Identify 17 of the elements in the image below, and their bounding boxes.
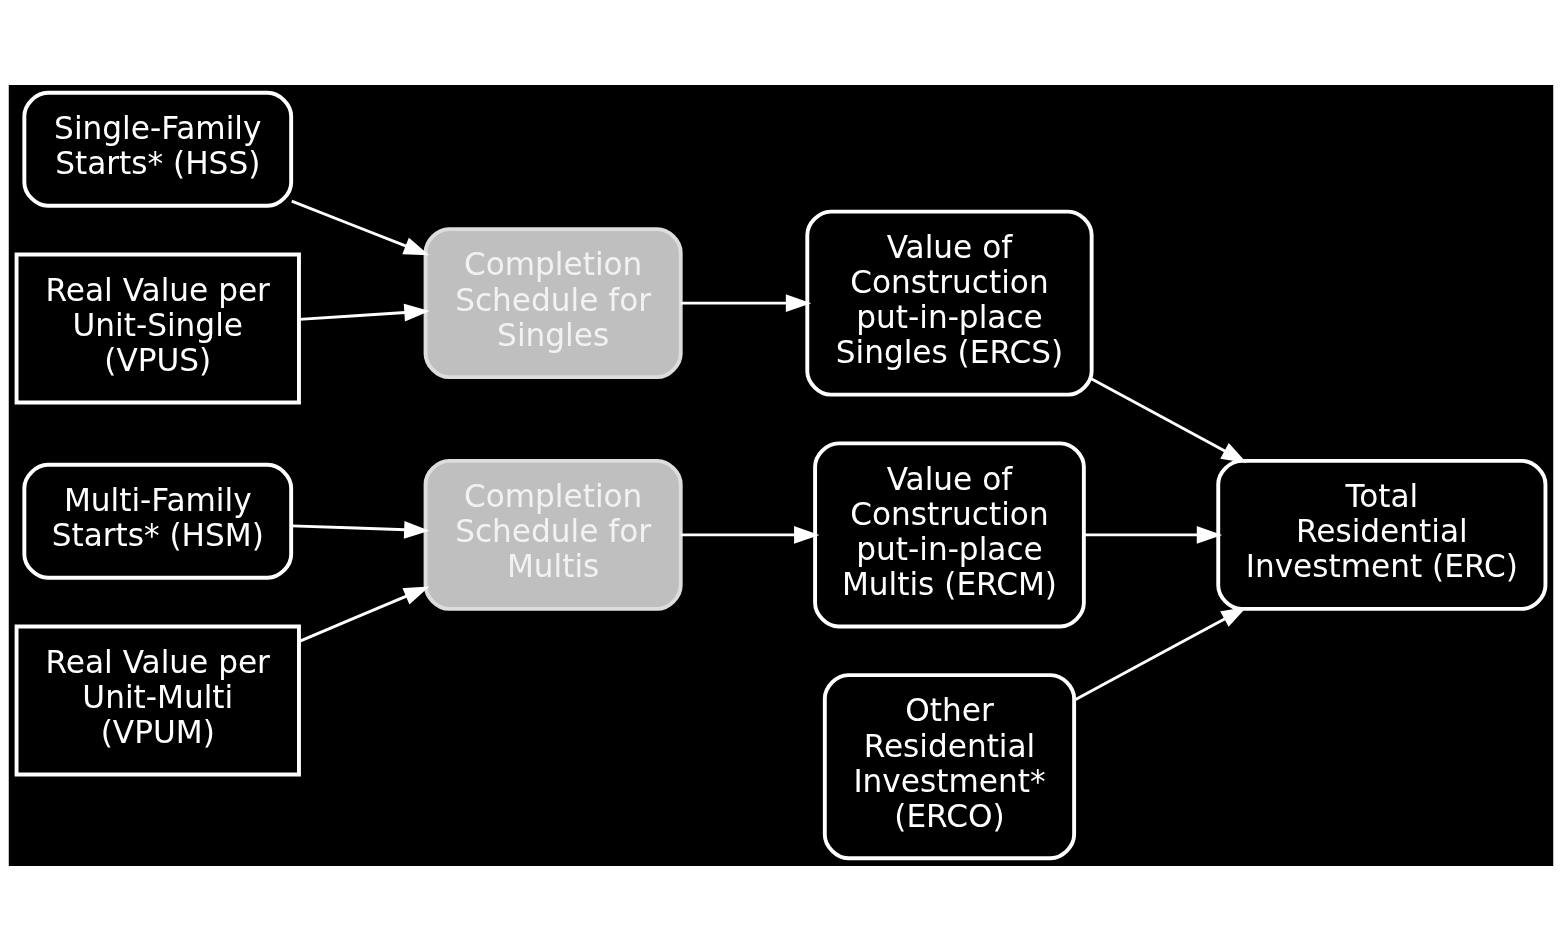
arrow [680,293,812,312]
node-box: Multi-Family Starts* (HSM) [22,462,294,580]
arrow [680,525,820,544]
node-box: Value of Construction put-in-place Singles (ERCS) [805,209,1094,397]
arrow [298,585,430,643]
arrow [1073,606,1247,702]
node-box: Real Value per Unit-Multi (VPUM) [14,624,301,776]
arrow [299,303,430,321]
arrow [1091,377,1247,463]
node-box: Other Residential Investment* (ERCO) [822,672,1077,860]
node-box: Total Residential Investment (ERC) [1216,458,1548,611]
node-box: Value of Construction put-in-place Multis (ERCM) [813,440,1086,628]
arrow [291,199,430,255]
arrow [1084,525,1223,544]
node-box: Real Value per Unit-Single (VPUS) [14,252,301,404]
arrow [291,520,430,539]
node-box: Single-Family Starts* (HSS) [22,90,294,208]
